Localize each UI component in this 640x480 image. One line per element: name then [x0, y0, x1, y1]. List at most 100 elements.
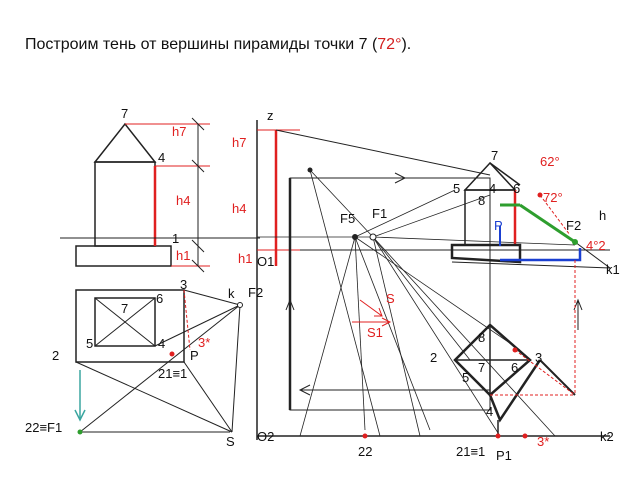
plan-teal-arrowhead [74, 409, 86, 422]
point-3star [522, 433, 528, 439]
point-22F1 [77, 429, 83, 435]
label-S-plan: S [226, 434, 235, 449]
label-p5-plan: 5 [86, 336, 93, 351]
point-F2 [572, 239, 578, 245]
label-p1-front: 1 [172, 231, 179, 246]
label-z: z [267, 108, 274, 123]
label-p7-front: 7 [121, 106, 128, 121]
persp-k1-line [574, 241, 611, 269]
point-3-persp [512, 347, 518, 353]
label-p2-pplan: 2 [430, 350, 437, 365]
point-top [307, 167, 313, 173]
label-F5: F5 [340, 211, 355, 226]
persp-k1-base [451, 261, 611, 269]
label-P-plan: P [190, 348, 199, 363]
persp-shadow-green [519, 203, 576, 244]
front-view [60, 117, 260, 273]
plan-ray-2 [183, 361, 233, 433]
label-p42: 4°2 [586, 238, 606, 253]
point-21-plan [169, 351, 175, 357]
label-k-plan: k [228, 286, 235, 301]
label-p6-pplan: 6 [511, 360, 518, 375]
label-p72: 72° [543, 190, 563, 205]
point-21-bottom [495, 433, 501, 439]
label-p7-plan: 7 [121, 301, 128, 316]
ray-F1-1 [372, 194, 491, 238]
persp-blue-shadow [500, 248, 582, 262]
perspective-frame [256, 120, 610, 440]
label-p2-plan: 2 [52, 348, 59, 363]
label-p4-pplan: 4 [486, 404, 493, 419]
ray-top-F1 [309, 169, 374, 238]
slide-title: Построим тень от вершины пирамиды точки … [25, 36, 411, 54]
label-h1-a: h1 [176, 248, 190, 263]
label-p6-plan: 6 [156, 291, 163, 306]
point-F5 [352, 234, 358, 240]
front-base [75, 245, 172, 267]
label-p4-plan: 4 [158, 336, 165, 351]
label-p62: 62° [540, 154, 560, 169]
label-F1: F1 [372, 206, 387, 221]
plan-ray-4 [183, 289, 241, 306]
label-p7-pplan: 7 [478, 360, 485, 375]
front-tick-2 [191, 159, 205, 173]
labels: 7 4 1 h7 h4 h1 3 k F2 7 6 5 4 3* P 2 21≡… [25, 106, 620, 463]
label-p3star-bottom: 3* [537, 434, 549, 449]
label-F2-plan: F2 [248, 285, 263, 300]
plan-ray-1 [75, 361, 233, 433]
front-tick-3 [191, 239, 205, 253]
title-text: Построим тень от вершины пирамиды точки … [25, 36, 378, 53]
ray-F1-2 [372, 236, 576, 246]
label-h1-b: h1 [238, 251, 252, 266]
persp-plan-ray [539, 359, 576, 396]
persp-object [450, 161, 611, 269]
plan-line-F2-S [231, 304, 241, 433]
plan-outer-rect [75, 289, 185, 363]
label-h7-b: h7 [232, 135, 246, 150]
front-tick-4 [191, 259, 205, 273]
persp-arrowhead-right [394, 172, 407, 184]
label-p6-persp: 6 [513, 181, 520, 196]
label-O1: O1 [257, 254, 274, 269]
persp-base [450, 243, 522, 264]
persp-plan-shadow [488, 359, 542, 423]
label-h: h [599, 208, 606, 223]
plan-ray-3 [154, 304, 241, 347]
plan-view [74, 289, 241, 433]
plan-line-22-F2 [79, 304, 241, 433]
ray-F5-4 [299, 236, 356, 437]
sun-S-arrow [359, 299, 383, 317]
persp-plan [453, 260, 576, 436]
persp-roof-edge [489, 162, 521, 186]
vanishing-rays [257, 169, 576, 437]
label-P-persp: P [494, 218, 503, 233]
label-p3-pplan: 3 [535, 350, 542, 365]
point-22-bottom [362, 433, 368, 439]
label-h4-b: h4 [232, 201, 246, 216]
plan-inner-rect [94, 297, 156, 347]
front-body [94, 161, 156, 247]
title-highlight: 72° [377, 36, 402, 53]
label-k2: k2 [600, 429, 614, 444]
label-F2-persp: F2 [566, 218, 581, 233]
point-F2-plan [237, 302, 243, 308]
ray-F1-3 [372, 236, 556, 437]
label-p5-pplan: 5 [462, 370, 469, 385]
label-S-dir: S [386, 291, 395, 306]
label-k1: k1 [606, 262, 620, 277]
points [77, 167, 578, 439]
ray-F5-5 [354, 189, 456, 238]
point-72 [537, 192, 543, 198]
plan-red-segment [183, 289, 191, 351]
ray-F5-1 [354, 236, 521, 351]
persp-plan-red-1 [514, 349, 576, 396]
ray-top-bottom [309, 169, 381, 437]
label-p22F1: 22≡F1 [25, 420, 62, 435]
ray-F5-2 [354, 236, 431, 431]
ray-F5-3 [354, 236, 366, 431]
persp-red-dashed-1 [539, 194, 571, 236]
label-p3star-plan: 3* [198, 335, 210, 350]
sun-S1-arrowhead [381, 317, 392, 327]
label-p21-plan: 21≡1 [158, 366, 187, 381]
